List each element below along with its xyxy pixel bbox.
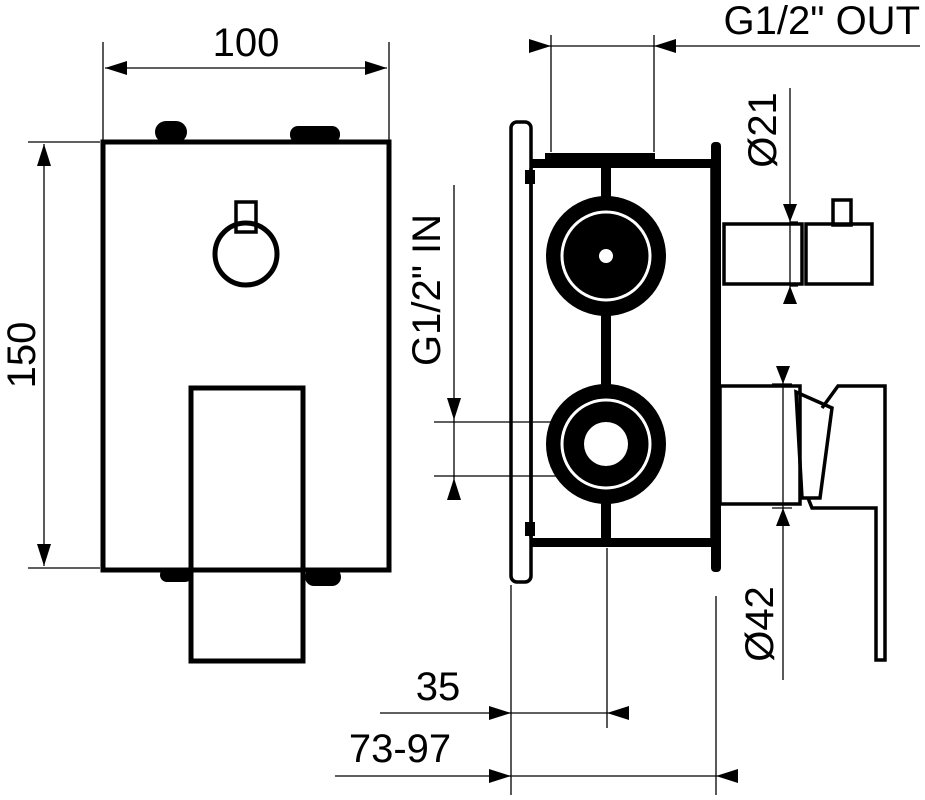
depth-range-label: 73-97 [349, 727, 451, 771]
front-handle-lever [188, 385, 306, 664]
diverter-cap-pin [831, 198, 853, 227]
diverter-knob-stem [234, 200, 258, 234]
mounting-plate [509, 120, 533, 584]
front-view: 100 150 [0, 21, 392, 664]
diverter-knob [212, 220, 280, 288]
diverter-cap [804, 222, 874, 286]
outlet-port-ring [560, 210, 652, 302]
spindle-diameter-label: Ø21 [741, 92, 785, 168]
top-flange [531, 159, 717, 168]
plaster-guard [711, 142, 721, 572]
inlet-port-ring [560, 398, 652, 490]
front-top-pin-right [290, 126, 340, 143]
cartridge-body [718, 384, 802, 506]
inlet-port-hole [584, 422, 628, 466]
side-handle-lever [806, 384, 887, 662]
left-notch-top [525, 170, 535, 184]
cartridge-sleeve [794, 389, 834, 500]
body-rib-bottom [601, 500, 611, 538]
inlet-thread-label: G1/2" IN [405, 214, 449, 366]
bottom-flange [531, 538, 717, 547]
diverter-spindle [722, 222, 804, 286]
height-dimension-label: 150 [0, 322, 44, 389]
top-small-box [545, 153, 655, 163]
width-dimension-label: 100 [213, 21, 280, 65]
body-rib-top [601, 168, 611, 198]
front-cover-plate [100, 139, 392, 573]
body-rib-middle [601, 312, 611, 390]
cartridge-diameter-label: Ø42 [738, 586, 782, 662]
offset-dimension-label: 35 [416, 665, 461, 709]
front-top-pin-left [155, 121, 187, 143]
side-view: G1/2" OUT Ø21 G1/2" IN Ø42 35 [335, 0, 920, 795]
left-notch-bottom [525, 522, 535, 536]
outlet-thread-label: G1/2" OUT [724, 0, 920, 43]
outlet-port-hole [599, 249, 613, 263]
